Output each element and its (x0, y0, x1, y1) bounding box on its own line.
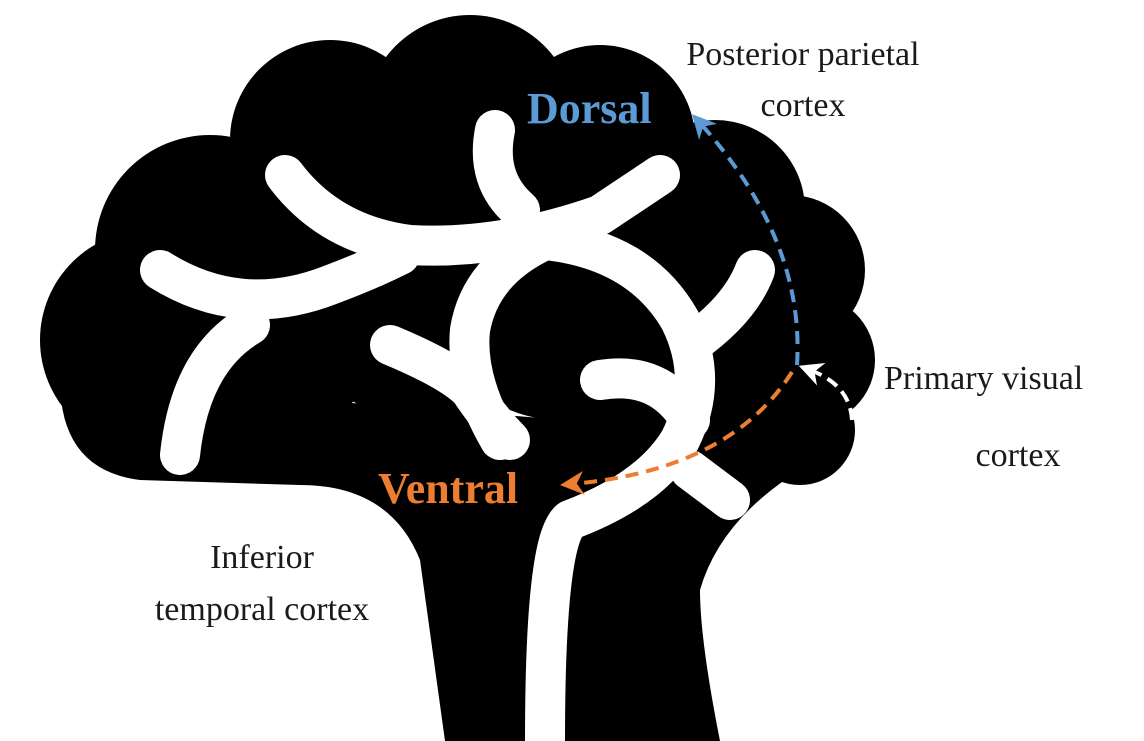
inferior-temporal-label-line1: Inferior (210, 539, 315, 576)
ventral-label: Ventral (378, 464, 518, 513)
primary-visual-label-line1: Primary visual (884, 360, 1083, 397)
posterior-parietal-label-line2: cortex (761, 87, 846, 124)
dorsal-label: Dorsal (527, 84, 652, 133)
inferior-temporal-label-line2: temporal cortex (155, 591, 369, 628)
primary-visual-label-line2: cortex (976, 437, 1061, 474)
posterior-parietal-label-line1: Posterior parietal (686, 36, 919, 73)
